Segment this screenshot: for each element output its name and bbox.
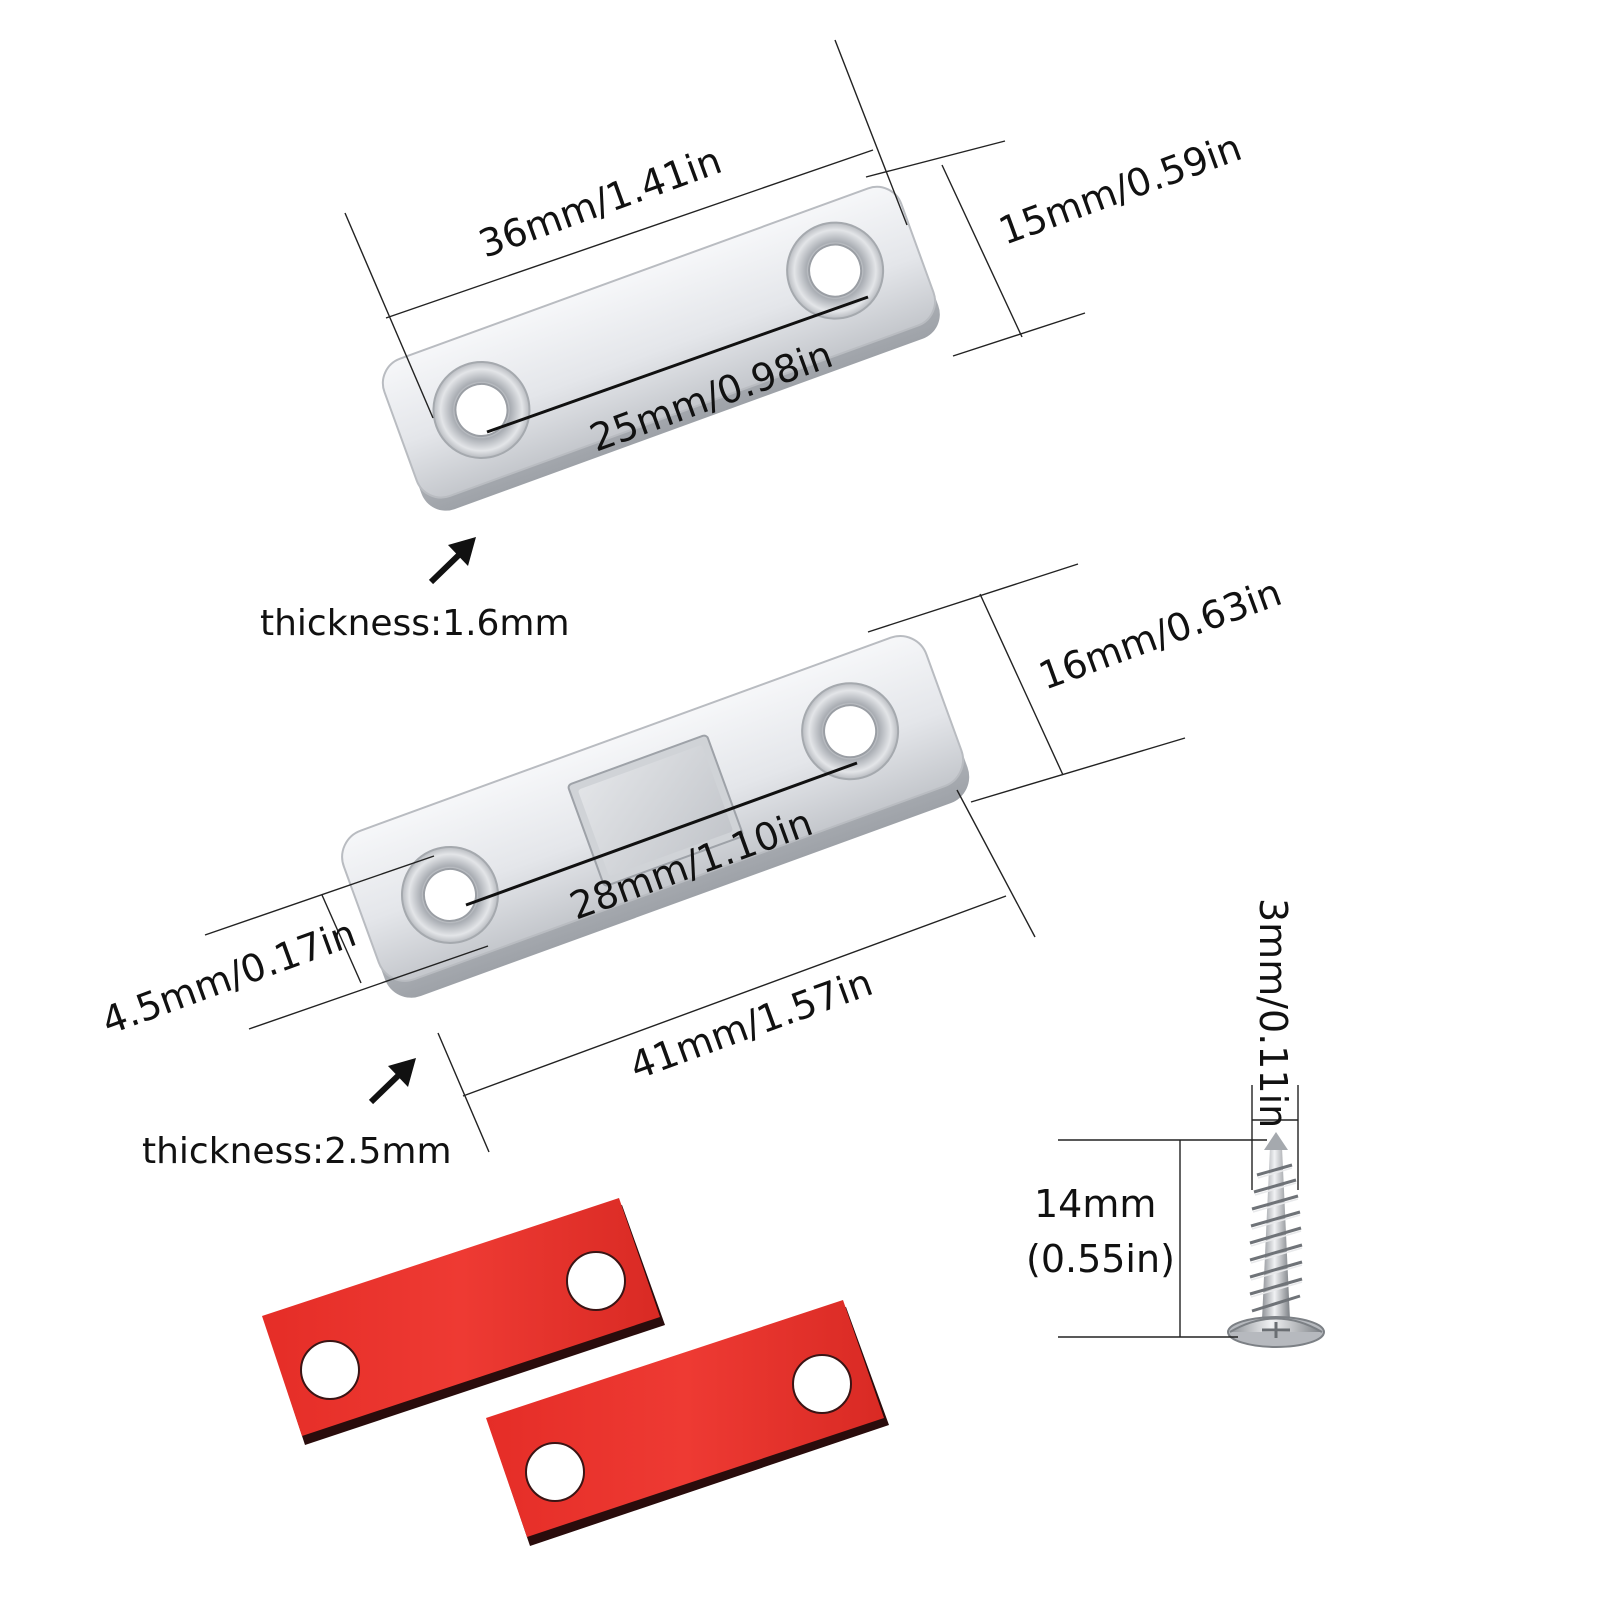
arrow-up-right-icon — [428, 537, 476, 585]
magnet-hole-left — [400, 845, 499, 944]
screw-dimensions — [1058, 1085, 1299, 1338]
strike-plate: 36mm/1.41in 15mm/0.59in 25mm/0.98in — [344, 39, 1247, 511]
magnet-catch: 16mm/0.63in 28mm/1.10in 4.5mm/0.17in 41m… — [96, 563, 1287, 1153]
plate-thickness-label: thickness:1.6mm — [260, 603, 570, 644]
magnet-hole-spacing-line — [465, 761, 858, 907]
adhesive-pad-1 — [262, 1198, 665, 1445]
screw-length-mm-label: 14mm — [1034, 1182, 1156, 1226]
magnet-width-label: 41mm/1.57in — [624, 960, 878, 1088]
plate-hole-right — [786, 221, 885, 320]
screw-icon — [1227, 1132, 1325, 1348]
screw-length-in-label: (0.55in) — [1026, 1237, 1175, 1281]
plate-width-label: 36mm/1.41in — [473, 138, 727, 266]
arrow-up-right-icon — [368, 1058, 416, 1105]
magnet-block — [567, 734, 744, 887]
plate-hole-spacing-line — [486, 295, 869, 434]
magnet-height-label: 16mm/0.63in — [1033, 570, 1287, 698]
magnet-hole-right — [801, 682, 900, 781]
magnet-thickness-label: thickness:2.5mm — [142, 1131, 452, 1172]
plate-height-label: 15mm/0.59in — [993, 125, 1247, 253]
magnet-hole-diameter-label: 4.5mm/0.17in — [96, 911, 362, 1044]
adhesive-pad-2 — [486, 1300, 889, 1546]
screw-head-label: 3mm/0.11in — [1251, 898, 1295, 1128]
plate-hole-left — [432, 360, 531, 459]
